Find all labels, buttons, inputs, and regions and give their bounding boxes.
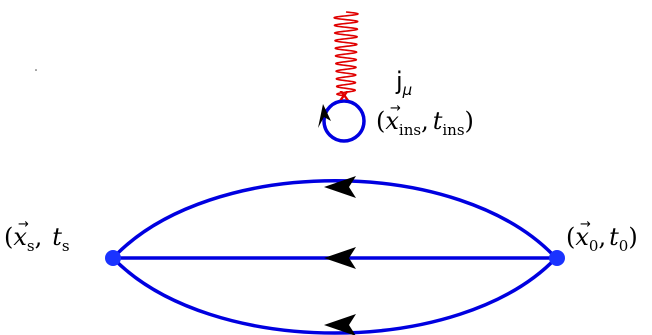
arrow-left-icon — [324, 247, 356, 269]
vector-arrow-icon: → — [580, 217, 591, 232]
arrow-left-icon — [324, 314, 356, 335]
arrow-left-icon — [324, 176, 356, 198]
current-label: jμ — [395, 67, 412, 99]
current-symbol: j — [395, 67, 403, 95]
quark-loop — [322, 99, 366, 143]
sink-coordinate-label: (x0,t0) → — [566, 217, 638, 255]
insertion-vertex-mark: x — [339, 85, 350, 104]
loop-arrow-icon — [318, 104, 331, 128]
insertion-coordinate-label: (xins,tins) → — [376, 101, 474, 139]
current-index: μ — [402, 81, 413, 99]
stray-dot — [35, 69, 37, 71]
quark-propagator-top — [111, 179, 558, 260]
quark-propagator-bottom — [111, 256, 558, 335]
source-coordinate-label: (xs,ts → — [4, 217, 70, 255]
sink-vertex — [549, 250, 565, 266]
vector-arrow-icon: → — [390, 101, 401, 116]
source-vertex — [105, 250, 121, 266]
vector-arrow-icon: → — [18, 217, 29, 232]
photon-line — [333, 11, 359, 97]
svg-text:(xs,ts: (xs,ts — [4, 223, 70, 255]
svg-text:(x0,t0): (x0,t0) — [566, 223, 638, 255]
svg-text:(xins,tins): (xins,tins) — [376, 107, 474, 139]
